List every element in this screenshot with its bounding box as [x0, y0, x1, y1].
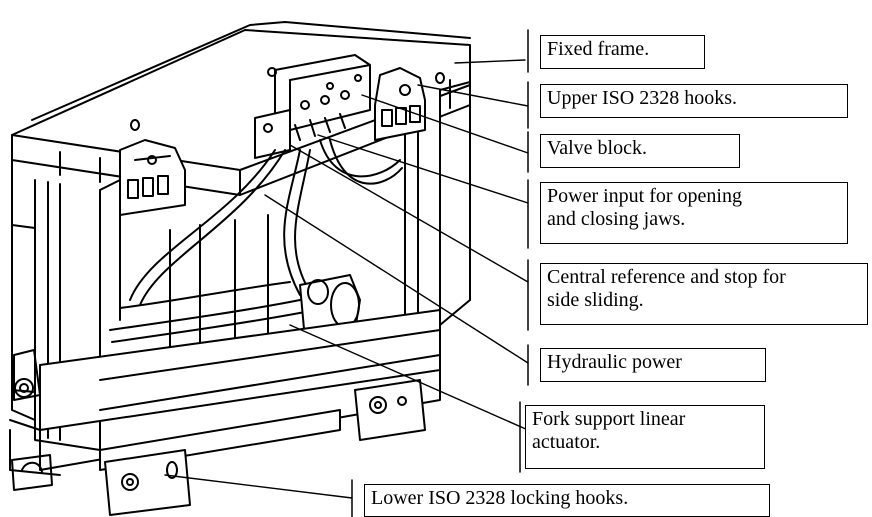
label-valve-block: Valve block. — [540, 134, 740, 168]
label-fork-support: Fork support linear actuator. — [525, 405, 765, 469]
valve-block — [254, 54, 371, 159]
bottom-carriage — [9, 309, 441, 476]
upper-hook-left — [119, 139, 186, 216]
leader-fixed-frame — [454, 59, 526, 64]
leader-hydraulic-power — [264, 194, 529, 364]
leader-lines — [164, 59, 529, 499]
leader-fork-support — [289, 324, 529, 431]
callout-ticks — [351, 29, 529, 517]
label-lower-hooks: Lower ISO 2328 locking hooks. — [364, 484, 770, 517]
leader-upper-hooks — [417, 84, 529, 107]
leader-central-reference — [289, 144, 529, 283]
fork-support-assembly — [11, 379, 426, 516]
upper-hook-right — [374, 67, 426, 141]
label-central-reference: Central reference and stop for side slid… — [540, 263, 868, 325]
label-upper-hooks: Upper ISO 2328 hooks. — [540, 84, 848, 118]
label-fixed-frame: Fixed frame. — [540, 35, 705, 69]
label-hydraulic-power: Hydraulic power — [540, 348, 766, 382]
leader-valve-block — [361, 94, 529, 154]
label-power-input: Power input for opening and closing jaws… — [540, 182, 848, 244]
leader-power-input — [317, 134, 529, 204]
leader-lower-hooks — [164, 474, 353, 499]
